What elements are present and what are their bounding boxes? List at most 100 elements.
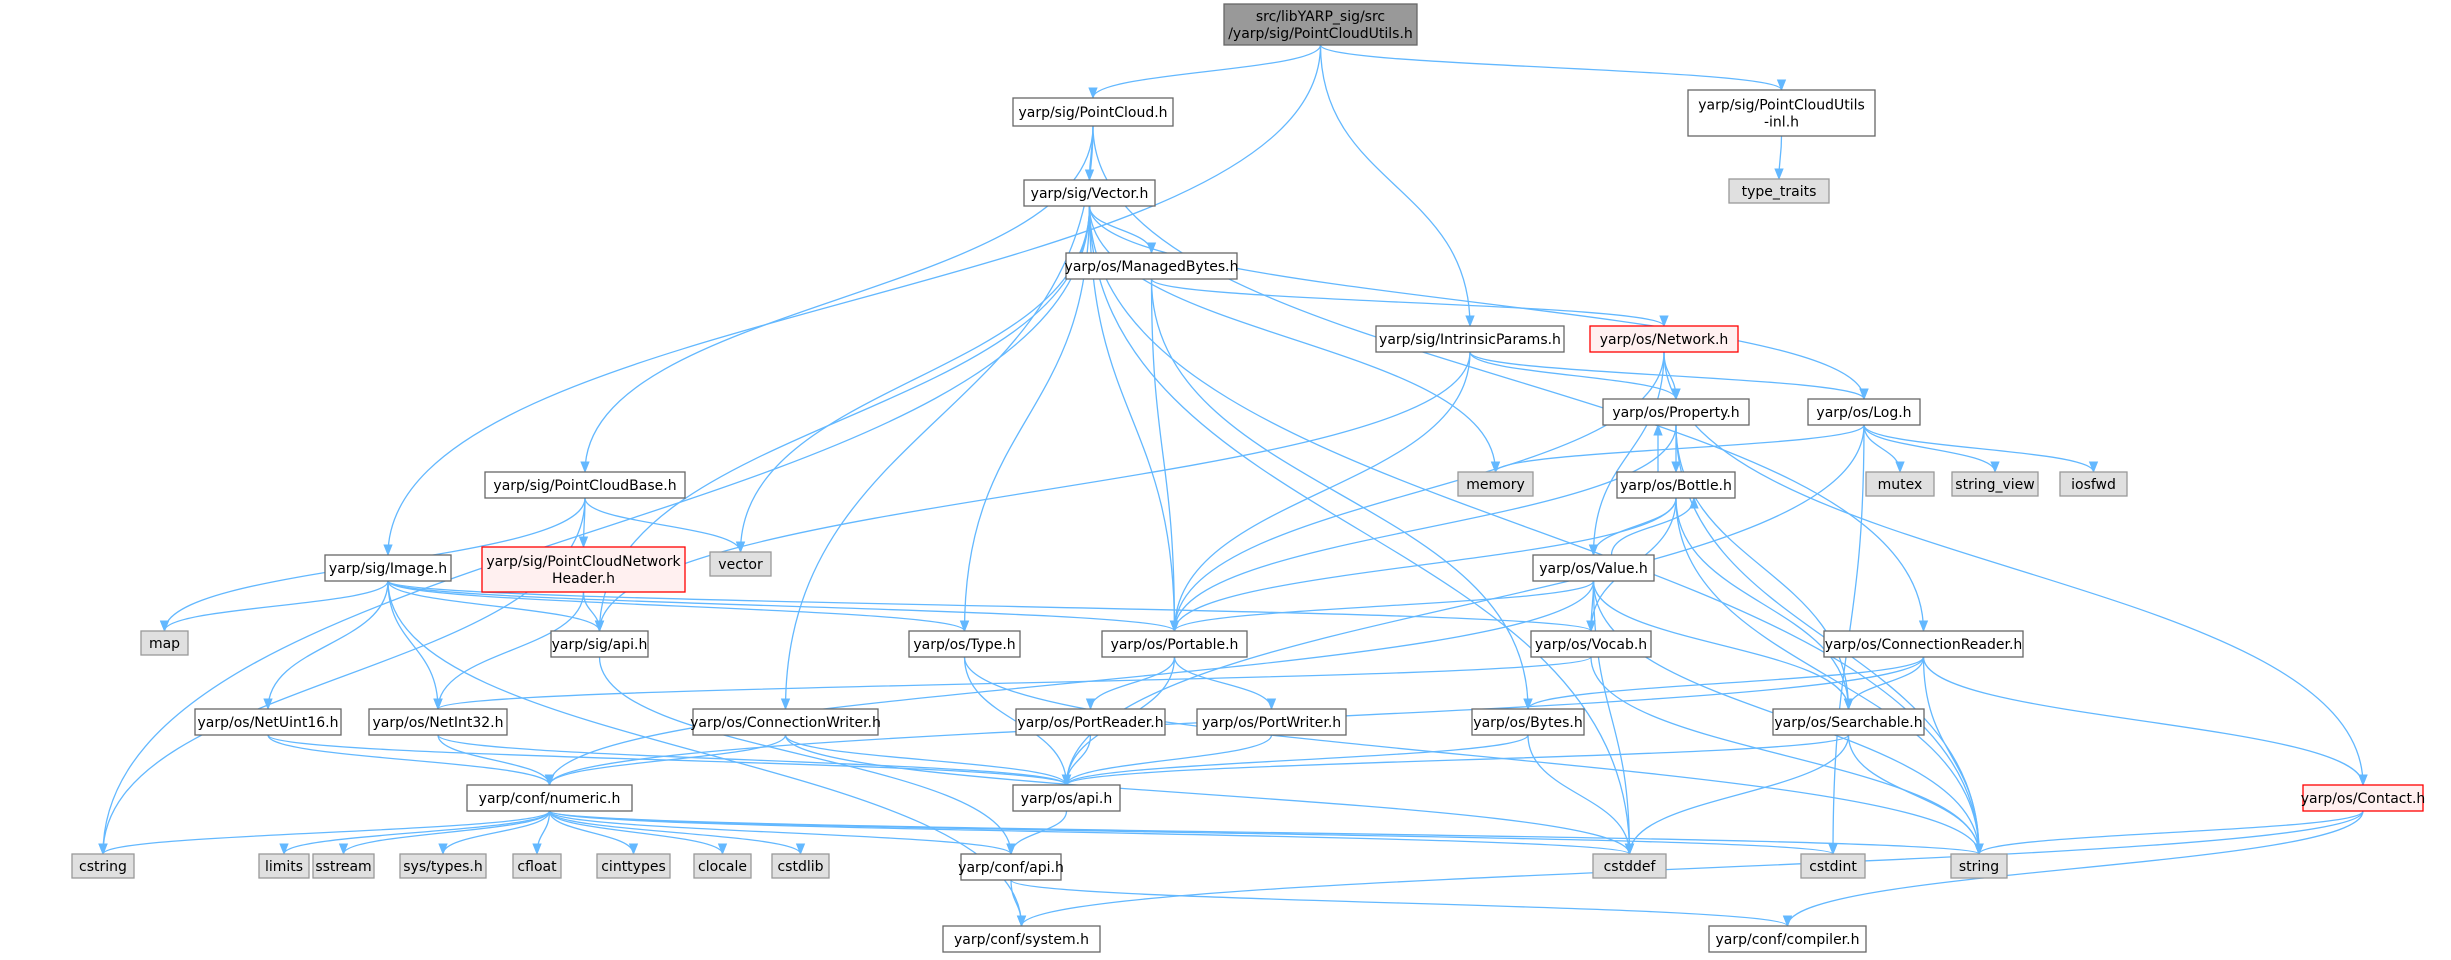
edge-type-to-string	[963, 656, 1984, 856]
node-confapi[interactable]: yarp/conf/api.h	[958, 853, 1064, 881]
node-cnum-label: yarp/conf/numeric.h	[479, 791, 621, 807]
node-cnum[interactable]: yarp/conf/numeric.h	[466, 784, 633, 812]
node-cinttypes-label: cinttypes	[601, 859, 666, 875]
edge-val-to-srch	[1592, 580, 1854, 711]
node-bytes[interactable]: yarp/os/Bytes.h	[1471, 708, 1585, 736]
node-system[interactable]: yarp/conf/system.h	[942, 925, 1101, 953]
node-tt: type_traits	[1728, 178, 1830, 204]
node-vector-box	[709, 551, 772, 577]
node-string-label: string	[1959, 859, 1999, 875]
node-bot-label: yarp/os/Bottle.h	[1620, 478, 1732, 494]
node-cstdint-label: cstdint	[1809, 859, 1857, 875]
node-ip-box	[1375, 325, 1565, 353]
node-mutex: mutex	[1865, 471, 1935, 497]
node-mb[interactable]: yarp/os/ManagedBytes.h	[1065, 252, 1239, 280]
edge-pcnh-to-ni32	[433, 591, 585, 711]
node-pcb-box	[484, 471, 686, 499]
node-cstring: cstring	[71, 853, 135, 879]
edge-pcui-to-tt	[1774, 135, 1784, 181]
edge-ip-to-sigapi	[594, 351, 1471, 633]
node-srch[interactable]: yarp/os/Searchable.h	[1772, 708, 1925, 736]
node-mb-label: yarp/os/ManagedBytes.h	[1065, 259, 1239, 275]
node-vector-label: vector	[718, 557, 763, 573]
node-pcui[interactable]: yarp/sig/PointCloudUtils-inl.h	[1687, 89, 1876, 137]
node-port[interactable]: yarp/os/Portable.h	[1101, 630, 1248, 658]
node-cstdint: cstdint	[1800, 853, 1866, 879]
node-contact[interactable]: yarp/os/Contact.h	[2301, 784, 2426, 812]
node-vocab[interactable]: yarp/os/Vocab.h	[1530, 630, 1652, 658]
edge-root-to-pc	[1088, 44, 1322, 100]
node-systypes-label: sys/types.h	[403, 859, 482, 875]
node-log-box	[1807, 398, 1921, 426]
node-clocale: clocale	[693, 853, 752, 879]
node-cw-box	[692, 708, 879, 736]
node-prop[interactable]: yarp/os/Property.h	[1602, 398, 1750, 426]
node-pw[interactable]: yarp/os/PortWriter.h	[1196, 708, 1347, 736]
node-pcui-box	[1687, 89, 1876, 137]
node-cw[interactable]: yarp/os/ConnectionWriter.h	[690, 708, 881, 736]
edge-port-to-pw	[1173, 656, 1277, 711]
node-root-label: src/libYARP_sig/src	[1256, 9, 1385, 25]
node-limits-label: limits	[265, 859, 303, 875]
edge-nu16-to-cnum	[267, 734, 555, 787]
node-sigapi-label: yarp/sig/api.h	[552, 637, 648, 653]
node-string-box	[1950, 853, 2008, 879]
node-vocab-label: yarp/os/Vocab.h	[1535, 637, 1647, 653]
edge-pc-to-pcb	[580, 125, 1094, 474]
node-pcb[interactable]: yarp/sig/PointCloudBase.h	[484, 471, 686, 499]
node-cfloat: cfloat	[512, 853, 562, 879]
node-compiler[interactable]: yarp/conf/compiler.h	[1708, 925, 1867, 953]
node-net-box	[1589, 325, 1739, 353]
node-cw-label: yarp/os/ConnectionWriter.h	[690, 715, 881, 731]
node-vec[interactable]: yarp/sig/Vector.h	[1023, 179, 1156, 207]
node-pcnh-label: Header.h	[552, 571, 615, 587]
node-pcnh-box	[481, 546, 686, 593]
node-pr[interactable]: yarp/os/PortReader.h	[1015, 708, 1166, 736]
node-iosfwd-box	[2059, 471, 2128, 497]
edge-pcb-to-vector	[584, 497, 746, 554]
node-sigapi[interactable]: yarp/sig/api.h	[550, 630, 649, 658]
node-sv-box	[1951, 471, 2039, 497]
node-cstdlib-box	[771, 853, 830, 879]
node-pc-box	[1012, 97, 1174, 127]
node-osapi-box	[1012, 784, 1121, 812]
node-net-label: yarp/os/Network.h	[1600, 332, 1729, 348]
node-contact-label: yarp/os/Contact.h	[2301, 791, 2426, 807]
edge-pcnh-to-sigapi	[582, 591, 605, 633]
node-sv: string_view	[1951, 471, 2039, 497]
node-contact-box	[2302, 784, 2424, 812]
node-mutex-box	[1865, 471, 1935, 497]
edge-vec-to-log	[1088, 205, 1869, 401]
node-val[interactable]: yarp/os/Value.h	[1532, 554, 1655, 582]
node-osapi[interactable]: yarp/os/api.h	[1012, 784, 1121, 812]
node-img[interactable]: yarp/sig/Image.h	[324, 554, 452, 582]
edge-vocab-to-string	[1590, 656, 1984, 856]
node-vector: vector	[709, 551, 772, 577]
node-cinttypes: cinttypes	[596, 853, 671, 879]
node-nu16-box	[194, 708, 342, 736]
node-log[interactable]: yarp/os/Log.h	[1807, 398, 1921, 426]
edge-port-to-pr	[1085, 656, 1176, 711]
node-ip[interactable]: yarp/sig/IntrinsicParams.h	[1375, 325, 1565, 353]
node-cfloat-label: cfloat	[517, 859, 557, 875]
node-ni32[interactable]: yarp/os/NetInt32.h	[368, 708, 508, 736]
edge-ni32-to-osapi	[437, 734, 1071, 787]
node-img-box	[324, 554, 452, 582]
node-pc[interactable]: yarp/sig/PointCloud.h	[1012, 97, 1174, 127]
node-vocab-box	[1530, 630, 1652, 658]
edge-contact-to-system	[1017, 810, 2364, 928]
node-cstring-box	[71, 853, 135, 879]
node-nu16[interactable]: yarp/os/NetUint16.h	[194, 708, 342, 736]
edge-img-to-map	[159, 580, 389, 633]
node-bot[interactable]: yarp/os/Bottle.h	[1616, 471, 1736, 499]
node-net[interactable]: yarp/os/Network.h	[1589, 325, 1739, 353]
node-cr[interactable]: yarp/os/ConnectionReader.h	[1823, 630, 2024, 658]
node-osapi-label: yarp/os/api.h	[1021, 791, 1112, 807]
node-confapi-label: yarp/conf/api.h	[958, 860, 1064, 876]
node-systypes-box	[399, 853, 487, 879]
edge-img-to-type	[387, 580, 969, 633]
node-type[interactable]: yarp/os/Type.h	[908, 630, 1021, 658]
node-root[interactable]: src/libYARP_sig/src/yarp/sig/PointCloudU…	[1223, 3, 1418, 46]
node-cstddef: cstddef	[1592, 853, 1667, 879]
